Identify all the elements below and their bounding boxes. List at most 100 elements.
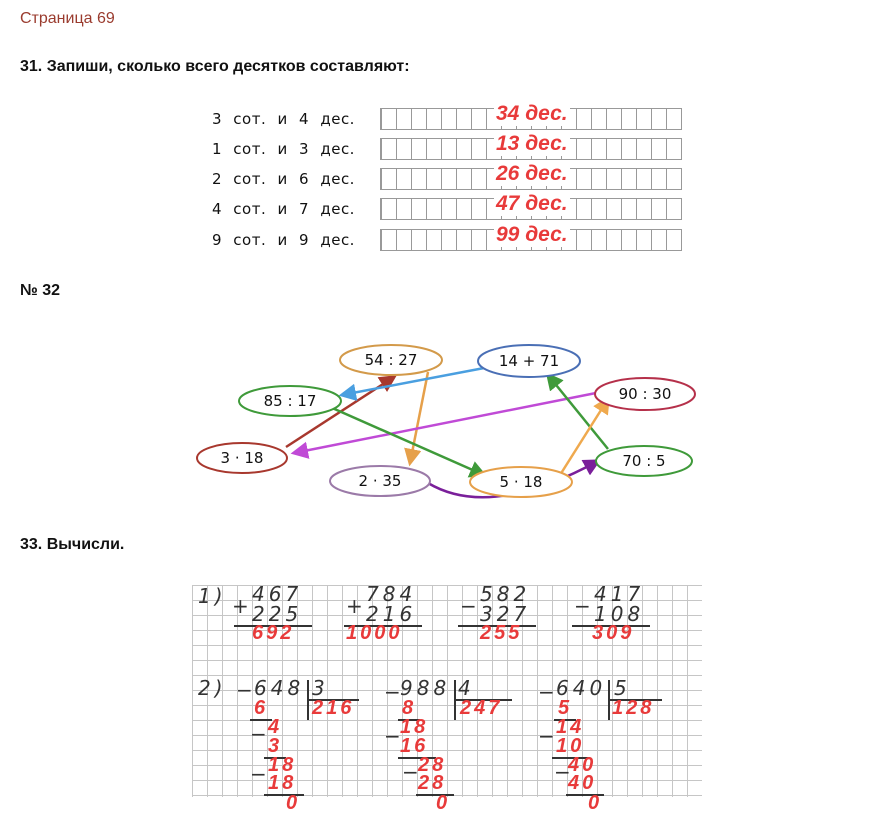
- quotient: 247: [460, 697, 503, 719]
- step-subtrahend: 3: [268, 735, 283, 757]
- task33-heading: 33. Вычисли.: [20, 536, 125, 553]
- minus-sign: −: [384, 680, 401, 704]
- t31-answer: 34 дес.: [494, 102, 570, 126]
- result: 255: [480, 622, 523, 644]
- row2-label: 2): [198, 676, 227, 700]
- difference-line: [572, 625, 650, 627]
- svg-text:54 : 27: 54 : 27: [365, 351, 418, 369]
- step-line: [416, 794, 454, 796]
- operand-a: 417: [594, 582, 645, 606]
- sum-line: [344, 625, 422, 627]
- node-90div30: 90 : 30: [594, 377, 696, 411]
- difference-line: [458, 625, 536, 627]
- result: 692: [252, 622, 295, 644]
- step-remainder: 4: [268, 716, 283, 738]
- plus-sign: +: [346, 594, 363, 618]
- arrow-5x18-to-90div30: [558, 396, 610, 476]
- step-line: [250, 719, 272, 721]
- t31-expression: 2 сот. и 6 дес.: [212, 170, 355, 188]
- step-line: [398, 719, 420, 721]
- t31-expression: 1 сот. и 3 дес.: [212, 140, 355, 158]
- remainder: 0: [286, 792, 301, 814]
- remainder: 0: [588, 792, 603, 814]
- t31-row: 2 сот. и 6 дес. 26 дес.: [212, 162, 682, 192]
- quotient: 216: [312, 697, 355, 719]
- step-line: [552, 757, 590, 759]
- t31-expression: 9 сот. и 9 дес.: [212, 231, 355, 249]
- task31-heading: 31. Запиши, сколько всего десятков соста…: [20, 58, 410, 75]
- step-subtrahend: 6: [254, 697, 269, 719]
- divisor-line: [454, 699, 512, 701]
- step-line: [398, 757, 436, 759]
- arrow-54div27-to-2x35: [404, 371, 430, 467]
- step-line: [566, 794, 604, 796]
- step-remainder: 40: [568, 754, 597, 776]
- operand-b: 225: [252, 602, 303, 626]
- operand-a: 582: [480, 582, 531, 606]
- node-85div17: 85 : 17: [238, 385, 342, 417]
- minus-sign: −: [402, 760, 419, 784]
- divisor: 5: [614, 676, 631, 700]
- step-subtrahend: 5: [558, 697, 573, 719]
- operand-b: 108: [594, 602, 645, 626]
- svg-text:14 + 71: 14 + 71: [499, 352, 559, 370]
- t31-row: 3 сот. и 4 дес. 34 дес.: [212, 102, 682, 132]
- t31-expression: 4 сот. и 7 дес.: [212, 200, 355, 218]
- task32-heading: № 32: [20, 282, 61, 299]
- step-remainder: 18: [268, 754, 297, 776]
- svg-text:2 · 35: 2 · 35: [359, 472, 402, 490]
- plus-sign: +: [232, 594, 249, 618]
- step-remainder: 18: [400, 716, 429, 738]
- node-54div27: 54 : 27: [339, 344, 443, 376]
- minus-sign: −: [538, 724, 555, 748]
- node-14plus71: 14 + 71: [477, 344, 581, 378]
- operand-a: 784: [366, 582, 417, 606]
- arrow-14plus71-to-85div17: [338, 363, 501, 401]
- step-subtrahend: 40: [568, 772, 597, 794]
- t31-answer: 47 дес.: [494, 192, 570, 216]
- node-70div5: 70 : 5: [595, 445, 693, 477]
- step-subtrahend: 16: [400, 735, 429, 757]
- node-2x35: 2 · 35: [329, 465, 431, 497]
- page-title: Страница 69: [20, 10, 115, 27]
- operand-b: 216: [366, 602, 417, 626]
- arrow-85div17-to-5x18: [329, 405, 488, 478]
- calculation-grid: [192, 585, 702, 797]
- step-remainder: 14: [556, 716, 585, 738]
- minus-sign: −: [250, 762, 267, 786]
- step-subtrahend: 10: [556, 735, 585, 757]
- dividend: 648: [254, 676, 305, 700]
- minus-sign: −: [574, 594, 591, 618]
- dividend: 640: [556, 676, 607, 700]
- t31-row: 4 сот. и 7 дес. 47 дес.: [212, 192, 682, 222]
- divisor-line: [307, 699, 359, 701]
- svg-text:85 : 17: 85 : 17: [264, 392, 317, 410]
- minus-sign: −: [554, 760, 571, 784]
- quotient: 128: [612, 697, 655, 719]
- t31-expression: 3 сот. и 4 дес.: [212, 110, 355, 128]
- svg-text:3 · 18: 3 · 18: [221, 449, 264, 467]
- node-5x18: 5 · 18: [469, 466, 573, 498]
- result: 1000: [346, 622, 403, 644]
- sum-line: [234, 625, 312, 627]
- t31-answer: 13 дес.: [494, 132, 570, 156]
- node-3x18: 3 · 18: [196, 442, 288, 474]
- remainder: 0: [436, 792, 451, 814]
- divisor: 4: [458, 676, 475, 700]
- minus-sign: −: [236, 678, 253, 702]
- minus-sign: −: [250, 722, 267, 746]
- minus-sign: −: [460, 594, 477, 618]
- divisor: 3: [312, 676, 329, 700]
- t31-row: 9 сот. и 9 дес. 99 дес.: [212, 223, 682, 253]
- t31-answer: 26 дес.: [494, 162, 570, 186]
- t31-answer: 99 дес.: [494, 223, 570, 247]
- row1-label: 1): [198, 584, 227, 608]
- svg-text:90 : 30: 90 : 30: [619, 385, 672, 403]
- step-subtrahend: 8: [402, 697, 417, 719]
- minus-sign: −: [384, 724, 401, 748]
- minus-sign: −: [538, 680, 555, 704]
- dividend: 988: [400, 676, 451, 700]
- step-subtrahend: 28: [418, 772, 447, 794]
- arrow-70div5-to-14plus71: [545, 372, 609, 450]
- arrow-90div30-to-3x18: [290, 391, 597, 459]
